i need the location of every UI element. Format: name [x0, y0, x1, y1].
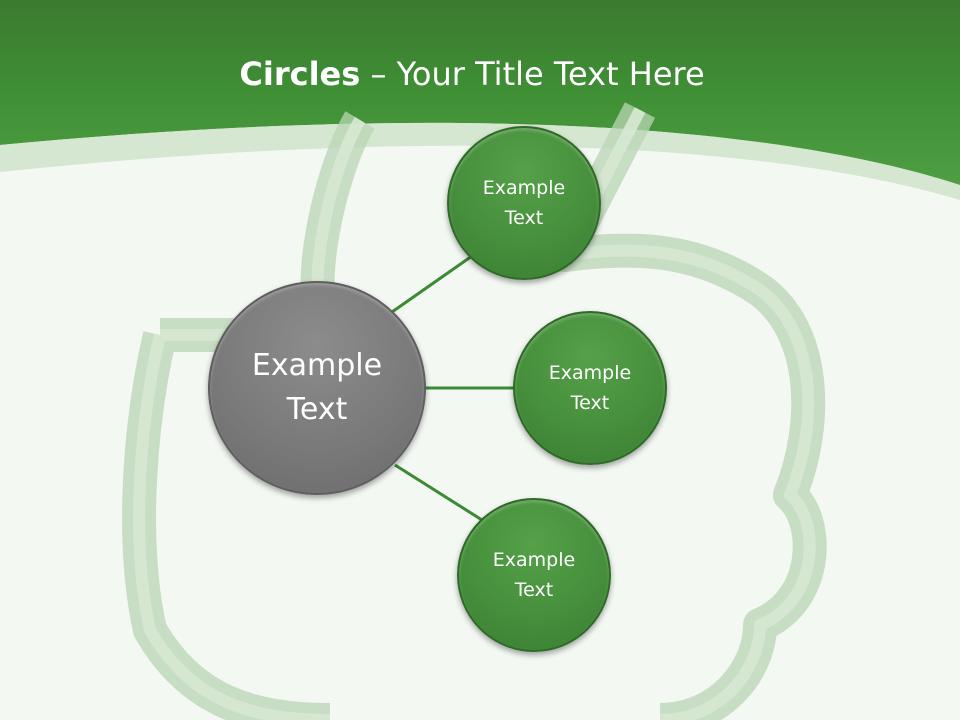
connector-top	[391, 254, 473, 314]
satellite-top-label: Example Text	[482, 177, 566, 229]
title-rest: Your Title Text Here	[396, 55, 705, 93]
satellite-bottom-label: Example Text	[492, 549, 576, 601]
satellite-middle-label: Example Text	[548, 362, 632, 414]
center-circle[interactable]: Example Text	[208, 281, 426, 495]
connector-bottom	[394, 463, 483, 522]
title-dash: –	[360, 55, 397, 93]
slide-title: Circles – Your Title Text Here	[0, 52, 944, 96]
header-swoosh	[0, 122, 960, 200]
satellite-circle-middle[interactable]: Example Text	[513, 311, 667, 465]
center-circle-label: Example Text	[251, 348, 383, 427]
title-bold-word: Circles	[239, 55, 361, 93]
satellite-circle-bottom[interactable]: Example Text	[457, 498, 611, 652]
header-band	[0, 0, 960, 185]
satellite-circle-top[interactable]: Example Text	[447, 126, 601, 280]
